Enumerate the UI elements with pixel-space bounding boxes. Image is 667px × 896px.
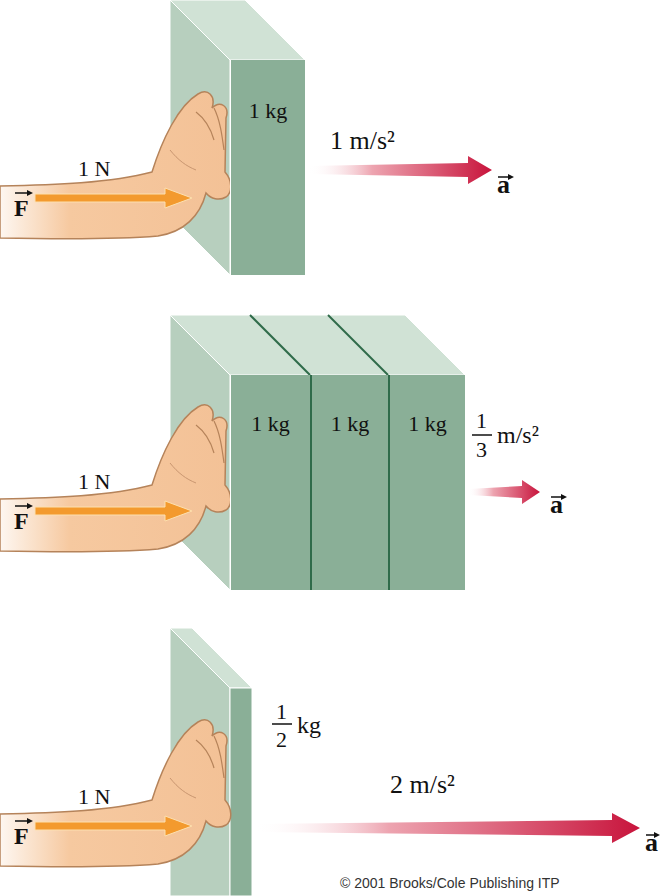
acceleration-value: 2 m/s²: [390, 772, 455, 798]
force-symbol: F: [14, 824, 29, 848]
mass-block: 1 kg: [230, 60, 305, 275]
acceleration-symbol: a: [645, 830, 658, 856]
fraction-denominator: 3: [476, 439, 487, 461]
force-value: 1 N: [78, 158, 110, 180]
mass-label: 1 kg: [249, 100, 288, 122]
acceleration-symbol: a: [497, 172, 510, 198]
fraction-numerator: 1: [476, 410, 487, 432]
force-value: 1 N: [78, 471, 110, 493]
force-symbol: F: [14, 509, 29, 533]
force-symbol: F: [14, 196, 29, 220]
acceleration-unit: m/s²: [497, 423, 539, 447]
mass-label: 1 kg: [408, 413, 447, 435]
mass-block: 1 kg: [388, 375, 465, 590]
acceleration-symbol: a: [550, 492, 563, 518]
fraction-numerator: 1: [276, 701, 287, 723]
mass-block: 1 kg: [230, 375, 310, 590]
mass-unit: kg: [297, 713, 321, 737]
acceleration-value: 1 m/s²: [330, 128, 395, 154]
fraction-denominator: 2: [276, 729, 287, 751]
mass-label: 1 kg: [251, 413, 290, 435]
force-value: 1 N: [78, 786, 110, 808]
mass-block: 1 kg: [310, 375, 388, 590]
mass-label: 1 kg: [331, 413, 370, 435]
copyright-note: © 2001 Brooks/Cole Publishing ITP: [340, 876, 560, 890]
